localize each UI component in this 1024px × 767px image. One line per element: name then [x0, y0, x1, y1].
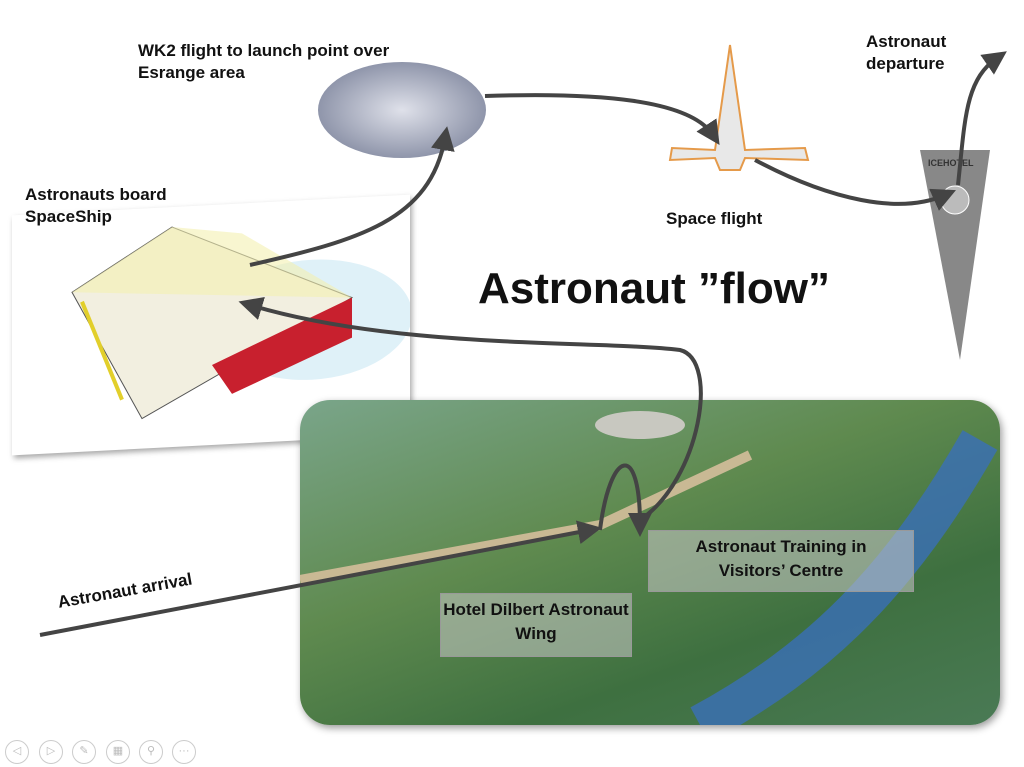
slide-title: Astronaut ”flow”: [478, 264, 830, 313]
more-icon[interactable]: ···: [172, 740, 196, 764]
pen-icon[interactable]: ✎: [72, 740, 96, 764]
label-wk2-flight: WK2 flight to launch point over Esrange …: [138, 41, 390, 82]
icehotel-logo: ICEHOTEL: [928, 158, 974, 168]
previous-icon[interactable]: ◁: [5, 740, 29, 764]
label-training: Astronaut Training in Visitors’ Centre: [648, 530, 914, 592]
slides-icon[interactable]: ▦: [106, 740, 130, 764]
zoom-icon[interactable]: ⚲: [139, 740, 163, 764]
label-departure: Astronaut departure: [866, 32, 947, 73]
label-hotel: Hotel Dilbert Astronaut Wing: [440, 593, 632, 657]
next-icon[interactable]: ▷: [39, 740, 63, 764]
label-space-flight: Space flight: [666, 209, 763, 228]
wk2-aircraft-image: [318, 62, 486, 158]
label-board: Astronauts board SpaceShip: [25, 185, 167, 226]
